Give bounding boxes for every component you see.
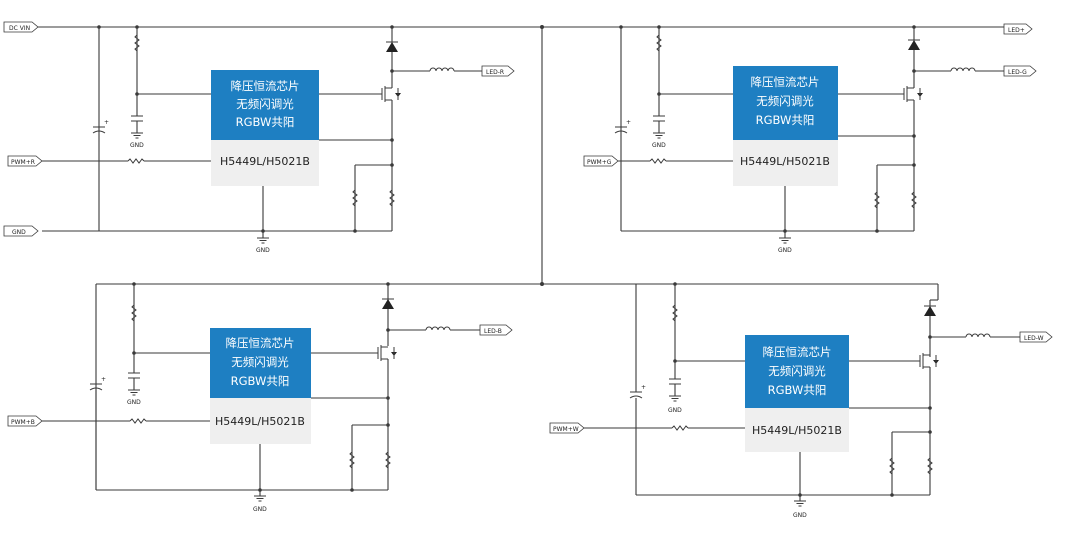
input-capacitor: + [614, 119, 631, 134]
chip-body [733, 66, 838, 140]
led-plus-label: LED+ [1008, 27, 1025, 34]
chip-model: H5449L/H5021B [215, 415, 305, 428]
chip-model: H5449L/H5021B [740, 155, 830, 168]
ground-symbol [131, 132, 143, 139]
chip-line-1: 降压恒流芯片 [231, 79, 300, 93]
inductor [425, 326, 451, 331]
gnd-label: GND [130, 142, 144, 149]
pwm-resistor [129, 418, 147, 424]
dc-vin-input-tag: DC VIN [3, 21, 39, 33]
driver-block-b: + PWM+B GND 降压恒流芯片 无频闪调光 RGBW共阳 H5449L/H… [7, 282, 513, 513]
ground-symbol [653, 132, 665, 139]
chip-line-1: 降压恒流芯片 [763, 345, 832, 359]
bias-resistor [134, 34, 140, 52]
chip-line-2: 无频闪调光 [756, 94, 814, 108]
led-out-label: LED-W [1024, 335, 1044, 342]
ground-symbol [254, 495, 266, 502]
sense-resistor [927, 457, 933, 475]
driver-block-g: + PWM+G GND 降压恒流芯片 无频闪调光 RGBW共阳 H5449L/H… [583, 23, 1037, 254]
pwm-input-label: PWM+B [11, 419, 35, 426]
chip-line-2: 无频闪调光 [231, 355, 289, 369]
sense-resistor [385, 451, 391, 469]
ground-symbol [794, 500, 806, 507]
chip-line-3: RGBW共阳 [768, 383, 827, 397]
led-out-label: LED-R [486, 69, 504, 76]
freewheel-diode [386, 41, 398, 52]
mosfet [377, 345, 397, 361]
ground-symbol [669, 395, 681, 402]
sense-resistor [352, 189, 358, 207]
global-wiring [38, 25, 1020, 392]
bias-resistor [672, 304, 678, 322]
bias-resistor [131, 304, 137, 322]
chip-model-box [745, 408, 849, 452]
led-out-label: LED-B [484, 328, 502, 335]
freewheel-diode [924, 305, 936, 316]
gnd-label: GND [256, 247, 270, 254]
driver-block-w: + PWM+W GND 降压恒流芯片 无频闪调光 RGBW共阳 H5449L/H… [549, 282, 1053, 519]
sense-resistor [874, 191, 880, 209]
driver-block-r: + PWM+R GND 降压恒流芯片 无频闪调光 RGBW共阳 H5449L/H… [7, 25, 515, 254]
svg-text:+: + [626, 119, 631, 126]
chip-line-3: RGBW共阳 [236, 115, 295, 129]
chip-line-1: 降压恒流芯片 [226, 336, 295, 350]
chip-line-1: 降压恒流芯片 [751, 75, 820, 89]
input-capacitor: + [89, 376, 106, 391]
gnd-input-label: GND [12, 229, 26, 236]
sense-resistor [889, 457, 895, 475]
chip-body [211, 70, 319, 140]
ground-symbol [779, 237, 791, 244]
pwm-resistor [671, 425, 689, 431]
chip-body [745, 335, 849, 408]
mosfet [919, 353, 939, 369]
svg-text:+: + [104, 119, 109, 126]
chip-line-3: RGBW共阳 [756, 113, 815, 127]
led-out-label: LED-G [1008, 69, 1027, 76]
sense-resistor [389, 189, 395, 207]
pwm-input-label: PWM+G [587, 159, 612, 166]
mosfet [381, 86, 401, 102]
inductor [950, 67, 976, 72]
chip-body [210, 328, 311, 398]
gnd-label: GND [778, 247, 792, 254]
freewheel-diode [908, 39, 920, 50]
chip-line-3: RGBW共阳 [231, 374, 290, 388]
pwm-resistor [649, 158, 667, 164]
chip-model-box [733, 140, 838, 186]
gnd-label: GND [253, 506, 267, 513]
sense-resistor [349, 451, 355, 469]
gnd-label: GND [127, 399, 141, 406]
input-capacitor: + [92, 119, 109, 134]
ground-symbol [257, 237, 269, 244]
bias-resistor [656, 34, 662, 52]
chip-model: H5449L/H5021B [220, 155, 310, 168]
svg-text:+: + [101, 376, 106, 383]
chip-model-box [210, 398, 311, 444]
pwm-resistor [127, 158, 145, 164]
gnd-label: GND [668, 407, 682, 414]
dc-vin-label: DC VIN [9, 25, 30, 32]
chip-line-2: 无频闪调光 [236, 97, 294, 111]
freewheel-diode [382, 298, 394, 309]
gnd-label: GND [652, 142, 666, 149]
pwm-input-label: PWM+R [11, 159, 35, 166]
pwm-input-label: PWM+W [553, 426, 579, 433]
input-capacitor: + [629, 384, 646, 399]
sense-resistor [911, 191, 917, 209]
gnd-label: GND [793, 512, 807, 519]
svg-text:+: + [641, 384, 646, 391]
chip-model-box [211, 140, 319, 186]
inductor [965, 333, 991, 338]
mosfet [903, 86, 923, 102]
chip-model: H5449L/H5021B [752, 424, 842, 437]
chip-line-2: 无频闪调光 [768, 364, 826, 378]
ground-symbol [128, 389, 140, 396]
gnd-input-tag: GND [3, 225, 39, 237]
inductor [429, 67, 455, 72]
